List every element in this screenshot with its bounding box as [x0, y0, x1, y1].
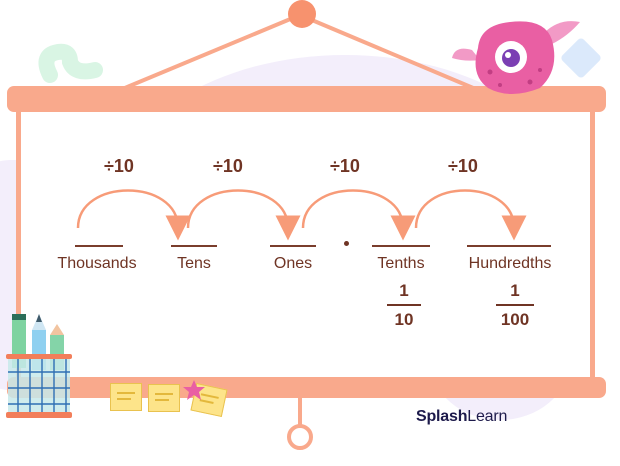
stand-ring — [287, 424, 313, 450]
fraction-bar — [387, 304, 421, 306]
hanger-string-left — [119, 13, 301, 92]
logo-text-bold: Splash — [416, 408, 468, 425]
place-blank-tenths — [372, 245, 430, 247]
place-label-thousands: Thousands — [57, 255, 137, 272]
fraction-bar — [496, 304, 534, 306]
splashlearn-logo: SplashLearn — [416, 408, 507, 426]
place-label-tenths: Tenths — [377, 255, 425, 272]
place-blank-hundredths — [467, 245, 551, 247]
fraction-denominator: 100 — [500, 310, 530, 329]
sticky-note-icon — [110, 383, 142, 411]
fraction-numerator: 1 — [399, 281, 409, 300]
fraction-denominator: 10 — [394, 310, 414, 329]
place-blank-ones — [270, 245, 316, 247]
arrow-thousands-to-tens — [76, 189, 191, 241]
arrow-tens-to-ones — [186, 189, 301, 241]
place-label-hundredths: Hundredths — [468, 255, 552, 272]
decimal-point — [344, 241, 349, 246]
place-blank-thousands — [75, 245, 123, 247]
divide-label: ÷10 — [448, 156, 478, 176]
board-post-right — [590, 110, 595, 380]
curl-decoration-icon — [38, 43, 103, 83]
diamond-decoration-icon — [561, 38, 601, 78]
board-panel — [21, 112, 590, 377]
fraction-one-hundredth: 1 100 — [496, 281, 534, 330]
hanger-string-right — [299, 13, 479, 92]
arrow-ones-to-tenths — [301, 189, 416, 241]
sticky-note-icon — [148, 384, 180, 412]
fraction-numerator: 1 — [510, 281, 520, 300]
hanger-knob — [288, 0, 316, 28]
divide-label: ÷10 — [330, 156, 360, 176]
divide-label: ÷10 — [213, 156, 243, 176]
arrow-tenths-to-hundredths — [414, 189, 527, 241]
place-label-tens: Tens — [177, 255, 211, 272]
divide-label: ÷10 — [104, 156, 134, 176]
fraction-one-tenth: 1 10 — [387, 281, 421, 330]
place-label-ones: Ones — [273, 255, 313, 272]
place-blank-tens — [171, 245, 217, 247]
board-post-left — [16, 110, 21, 380]
logo-text-rest: Learn — [467, 408, 508, 425]
